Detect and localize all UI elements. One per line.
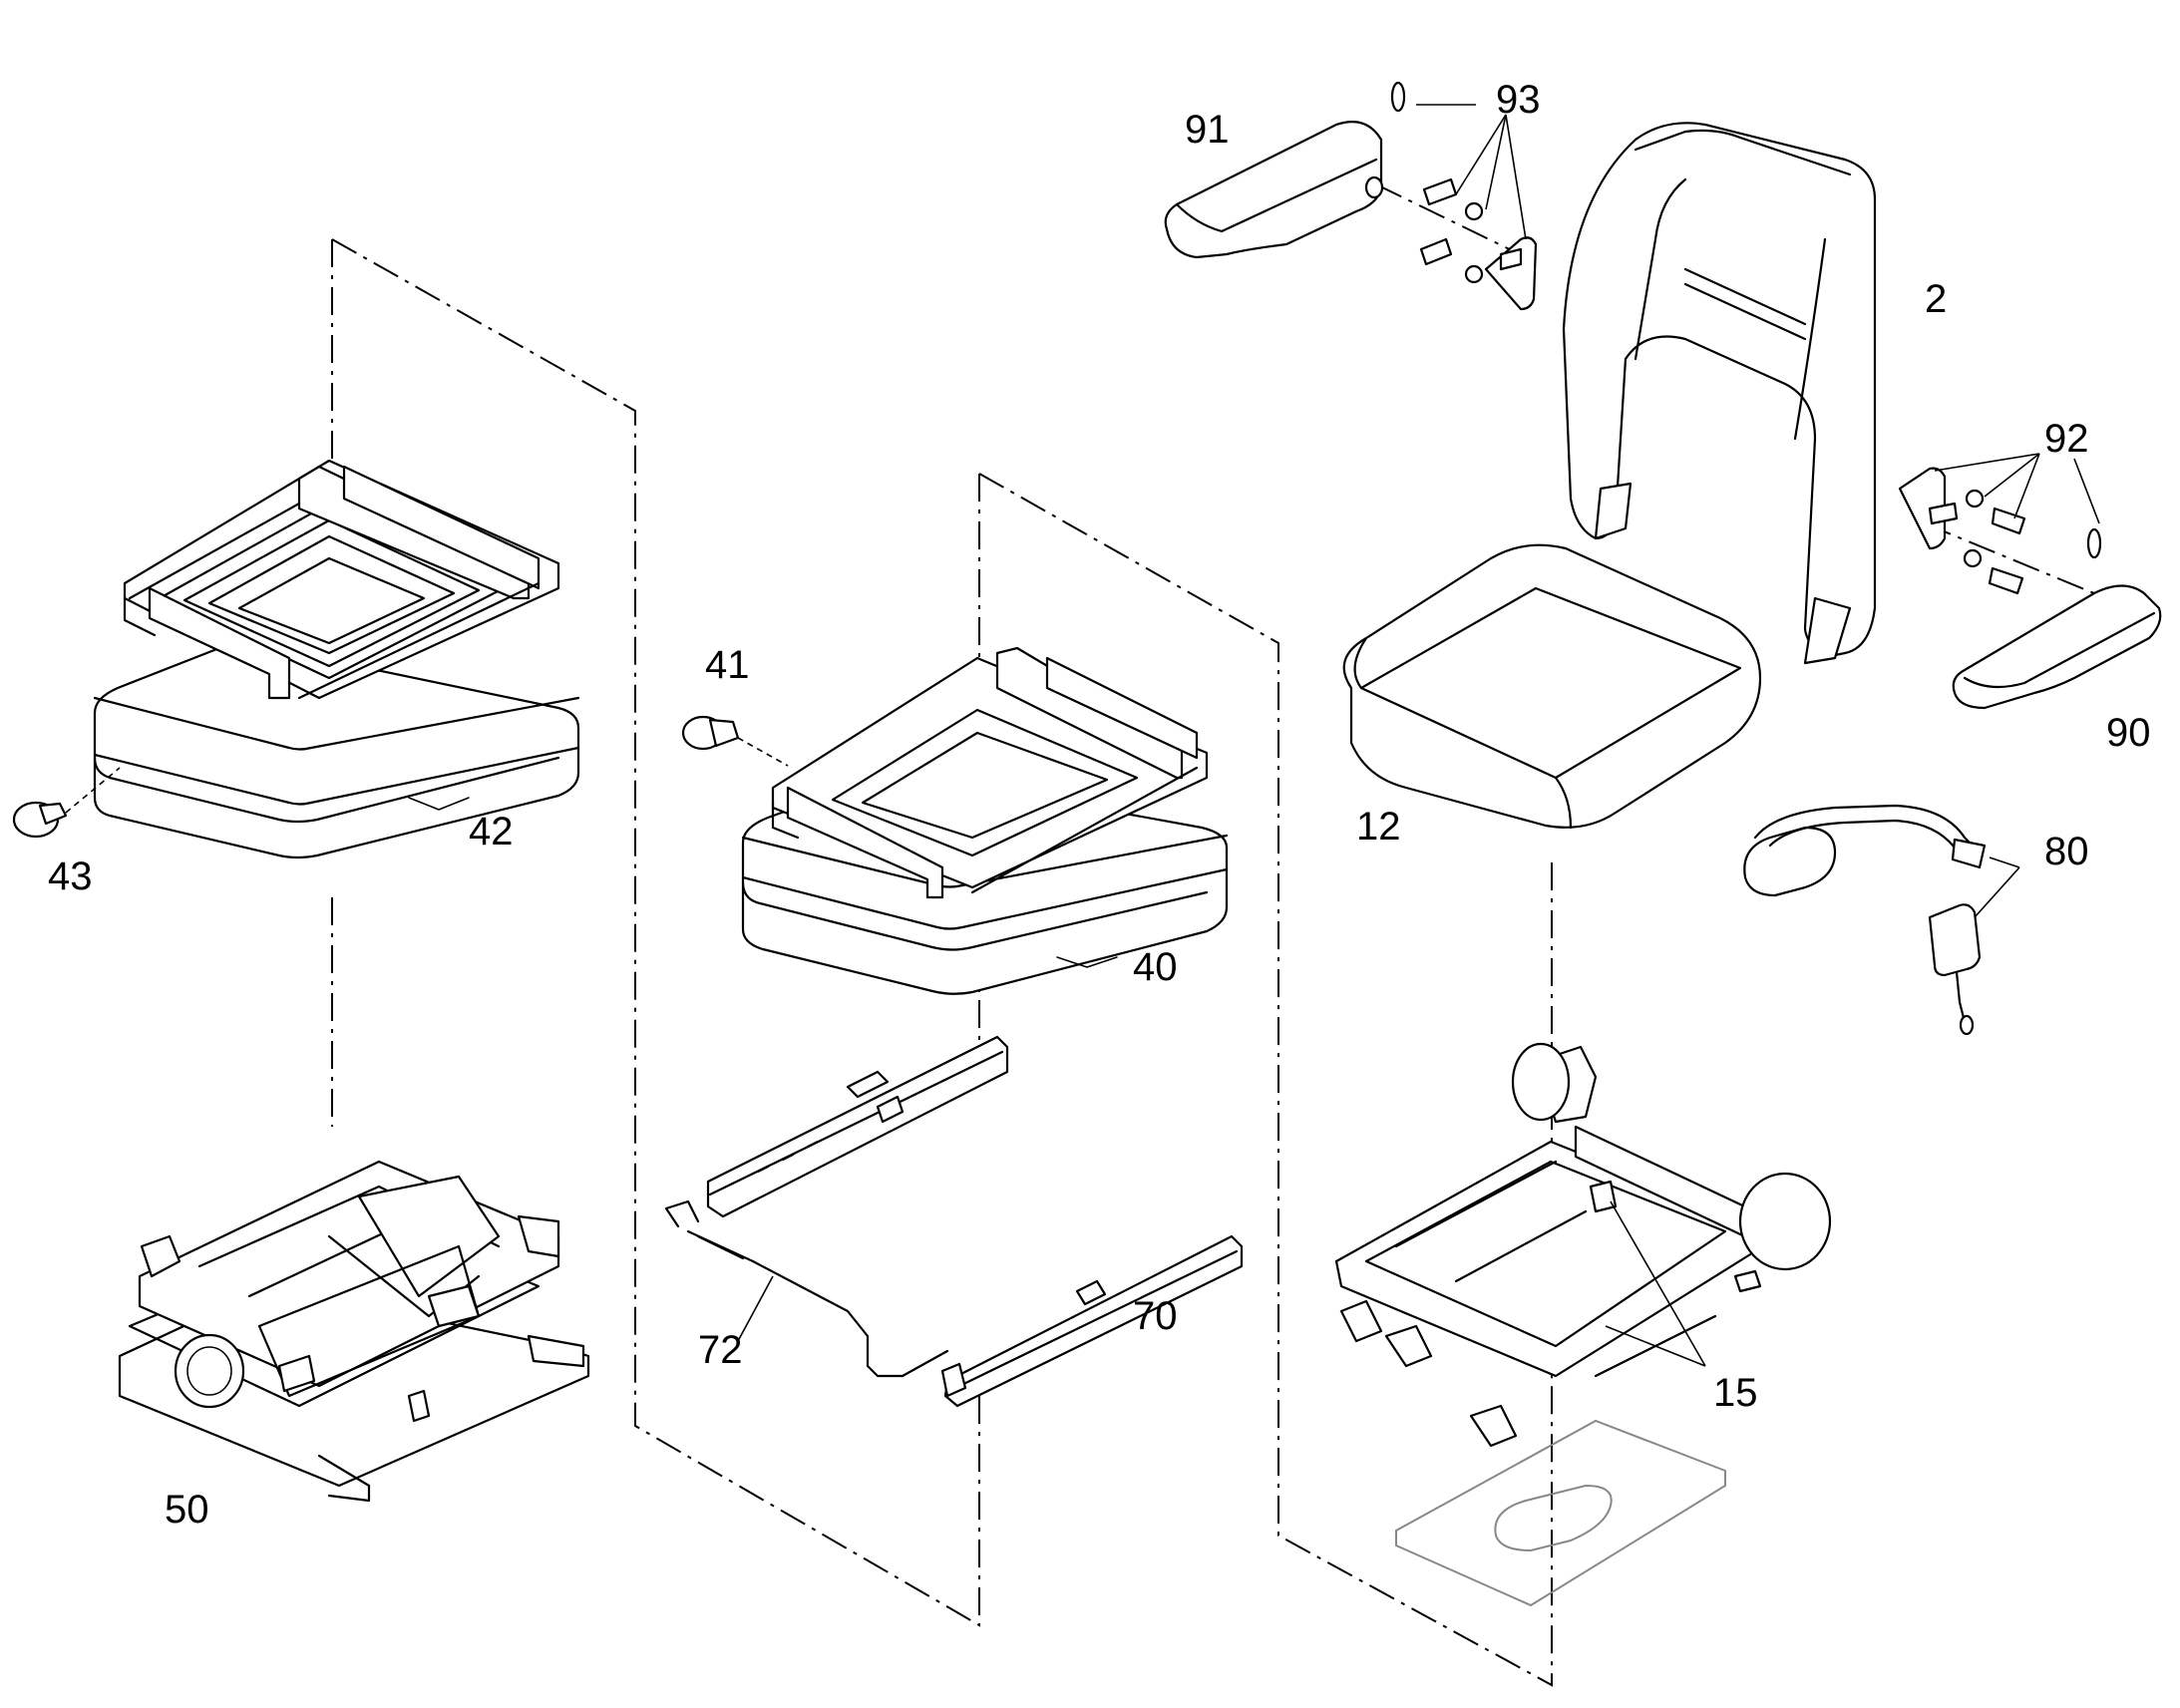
part-40-bellows-cover <box>741 646 1229 995</box>
label-part-43: 43 <box>48 854 93 898</box>
seat-base-plate <box>1395 1419 1726 1607</box>
label-part-2: 2 <box>1925 277 1947 321</box>
part-2-backrest <box>1562 122 1877 665</box>
label-part-70: 70 <box>1133 1294 1178 1338</box>
part-15-seat-frame <box>1334 1042 1832 1448</box>
part-93-armrest-hardware <box>1390 81 1538 311</box>
label-part-91: 91 <box>1185 108 1230 152</box>
callout-labels: 93 91 2 92 90 80 41 42 43 12 40 70 72 15… <box>48 78 2151 1532</box>
label-part-41: 41 <box>705 643 750 687</box>
part-41-knob <box>681 715 789 767</box>
part-12-seat-cushion <box>1342 543 1762 830</box>
label-part-93: 93 <box>1496 78 1541 122</box>
part-72-rail-bar <box>664 1199 949 1378</box>
part-42-bellows-cover <box>93 459 580 859</box>
label-part-72: 72 <box>698 1328 743 1372</box>
part-43-knob <box>12 767 121 839</box>
label-part-90: 90 <box>2106 711 2151 755</box>
part-92-armrest-hardware <box>1898 453 2102 595</box>
label-part-80: 80 <box>2044 830 2089 873</box>
part-70-slide-rails <box>706 1035 1244 1408</box>
label-part-12: 12 <box>1356 805 1401 849</box>
part-50-suspension-base <box>118 1160 590 1503</box>
label-part-92: 92 <box>2044 417 2089 461</box>
label-part-50: 50 <box>165 1488 209 1532</box>
part-91-left-armrest <box>1164 121 1384 259</box>
label-part-15: 15 <box>1713 1371 1758 1415</box>
label-part-40: 40 <box>1133 945 1178 989</box>
part-90-right-armrest <box>1952 584 2162 710</box>
label-part-42: 42 <box>469 810 514 854</box>
part-80-seat-belt <box>1743 804 2020 1036</box>
